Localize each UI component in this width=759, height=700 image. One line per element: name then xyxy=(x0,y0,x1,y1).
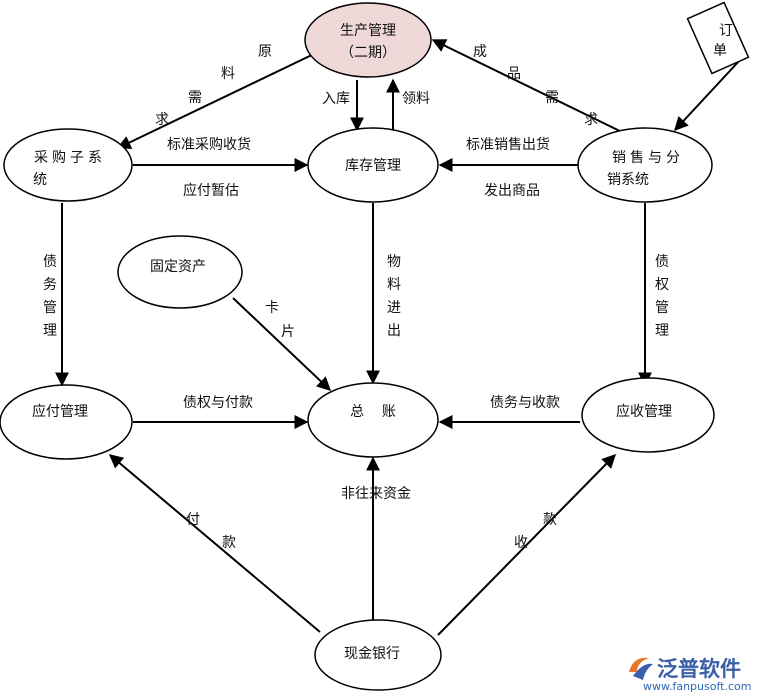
edge-production-to-purchase xyxy=(116,51,319,149)
label-std-purchase-receipt: 标准采购收货 xyxy=(167,136,251,153)
node-order-line1: 订 xyxy=(719,23,733,39)
node-purchase-line2: 统 xyxy=(33,172,47,188)
label-claim-mgmt-4: 理 xyxy=(655,323,669,339)
node-production-line2: （二期） xyxy=(340,45,396,61)
node-order-shape xyxy=(686,1,750,75)
node-sales-line1: 销售与分 xyxy=(612,150,684,166)
label-goods-in-out-2: 料 xyxy=(387,277,401,293)
label-goods-in-out-3: 进 xyxy=(387,300,401,316)
edge-order-to-sales xyxy=(674,59,741,132)
node-production-line1: 生产管理 xyxy=(340,23,396,39)
label-card-1: 卡 xyxy=(265,300,279,316)
node-purchase: 采购子系 统 xyxy=(3,128,133,202)
node-inventory: 库存管理 xyxy=(307,127,439,203)
label-debt-mgmt-2: 务 xyxy=(43,277,57,293)
fanpu-logo-brand: 泛普软件 xyxy=(657,657,741,681)
node-order-line2: 单 xyxy=(713,43,727,59)
label-claim-mgmt-1: 债 xyxy=(655,254,669,270)
node-inventory-label: 库存管理 xyxy=(345,158,401,174)
edge-cash-to-payable xyxy=(108,454,321,633)
label-goods-in-out-4: 出 xyxy=(387,323,401,339)
edge-sales-to-production xyxy=(431,39,629,136)
node-payable-label: 应付管理 xyxy=(32,403,88,420)
edge-labels: 原 料 需 求 成 品 需 求 入库 领料 标准采购收货 应付暂估 标准销售出货… xyxy=(43,44,669,551)
node-production: 生产管理 （二期） xyxy=(304,2,432,78)
node-cash-bank: 现金银行 xyxy=(314,619,442,691)
label-goods-in-out-1: 物 xyxy=(387,254,401,270)
edges xyxy=(55,39,741,636)
label-payment-1: 付 xyxy=(186,512,200,528)
label-claim-mgmt-2: 权 xyxy=(655,277,669,293)
node-cash-bank-shape xyxy=(314,619,442,691)
label-claim-payment: 债权与付款 xyxy=(183,395,253,411)
label-pick-material: 领料 xyxy=(402,91,430,107)
label-payable-provisional: 应付暂估 xyxy=(183,182,239,199)
node-sales-line2: 销系统 xyxy=(607,172,649,188)
label-debt-mgmt-4: 理 xyxy=(43,323,57,339)
node-ledger-label: 总 账 xyxy=(350,404,396,420)
node-cash-bank-label: 现金银行 xyxy=(344,646,400,662)
label-material-demand-1: 原 xyxy=(258,44,272,60)
label-product-demand-3: 需 xyxy=(545,90,559,106)
label-ship-goods: 发出商品 xyxy=(484,183,540,199)
node-fixed-assets-label: 固定资产 xyxy=(150,259,206,275)
node-receivable: 应收管理 xyxy=(581,377,715,453)
node-fixed-assets-shape xyxy=(117,235,243,309)
node-payable-shape xyxy=(0,384,133,460)
label-std-sales-outbound: 标准销售出货 xyxy=(466,136,550,153)
label-card-2: 片 xyxy=(281,324,295,340)
node-receivable-label: 应收管理 xyxy=(616,403,672,420)
label-debt-collection: 债务与收款 xyxy=(490,395,560,411)
label-product-demand-1: 成 xyxy=(473,44,487,60)
label-debt-mgmt-1: 债 xyxy=(43,254,57,270)
label-debt-mgmt-3: 管 xyxy=(43,300,57,316)
fanpu-logo: 泛普软件 www.fanpusoft.com xyxy=(629,657,751,693)
node-production-shape xyxy=(304,2,432,78)
node-receivable-shape xyxy=(581,377,715,453)
label-payment-2: 款 xyxy=(222,535,236,551)
node-sales: 销售与分 销系统 xyxy=(577,127,713,203)
node-ledger: 总 账 xyxy=(307,382,439,458)
label-material-demand-4: 求 xyxy=(155,112,169,128)
label-non-transaction-funds: 非往来资金 xyxy=(341,486,411,502)
label-claim-mgmt-3: 管 xyxy=(655,300,669,316)
node-purchase-shape xyxy=(3,128,133,202)
node-order: 订 单 xyxy=(686,1,750,75)
fanpu-logo-icon xyxy=(629,657,653,680)
label-material-demand-3: 需 xyxy=(188,90,202,106)
edge-fixedassets-to-ledger xyxy=(232,297,332,391)
edge-cash-to-receivable xyxy=(437,454,616,636)
node-purchase-line1: 采购子系 xyxy=(34,150,106,166)
node-fixed-assets: 固定资产 xyxy=(117,235,243,309)
label-stock-in: 入库 xyxy=(322,91,350,107)
node-sales-shape xyxy=(577,127,713,203)
label-product-demand-2: 品 xyxy=(507,66,521,82)
node-payable: 应付管理 xyxy=(0,384,133,460)
node-ledger-shape xyxy=(307,382,439,458)
label-product-demand-4: 求 xyxy=(584,112,598,128)
label-collection-1: 款 xyxy=(543,512,557,528)
label-collection-2: 收 xyxy=(514,535,528,551)
node-inventory-shape xyxy=(307,127,439,203)
fanpu-logo-url: www.fanpusoft.com xyxy=(643,680,751,693)
label-material-demand-2: 料 xyxy=(221,66,235,82)
